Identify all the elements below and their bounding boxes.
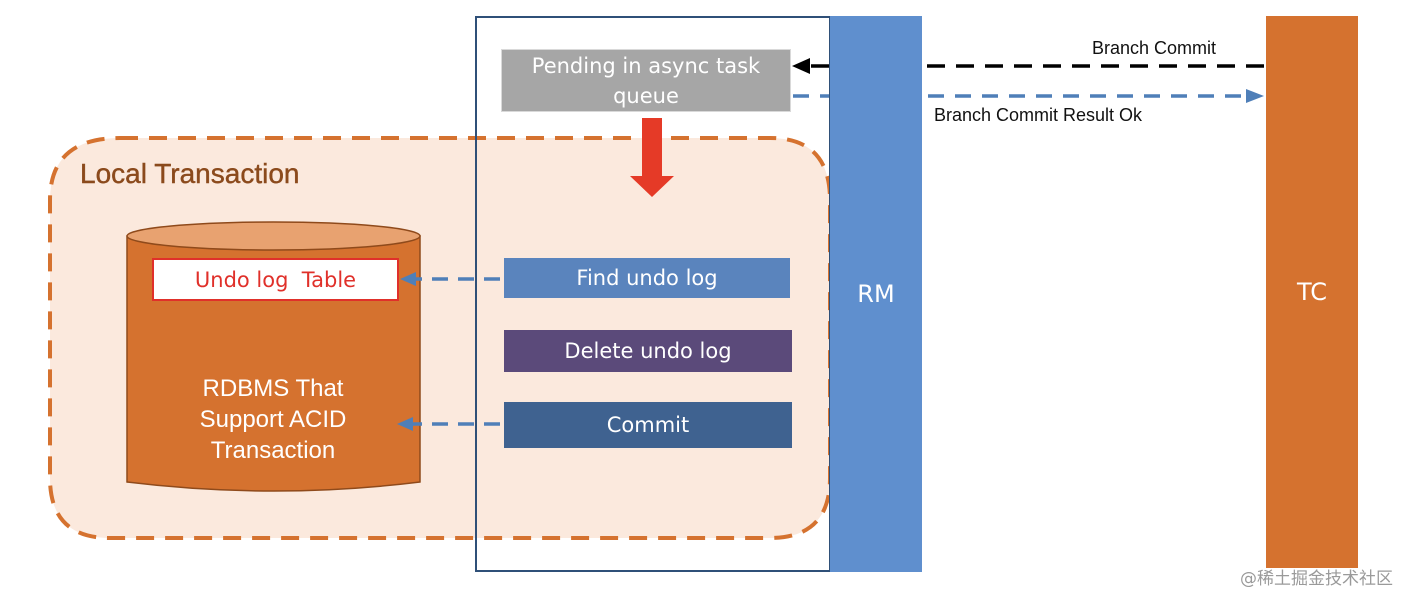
arrow-commit-to-database — [397, 417, 500, 431]
watermark: @稀土掘金技术社区 — [1240, 569, 1393, 589]
flow-down-arrow — [630, 118, 674, 197]
rm-lane: RM — [830, 16, 922, 572]
commit-step: Commit — [504, 402, 792, 448]
database-label-line: Transaction — [210, 437, 336, 464]
arrow-branch-commit-result — [793, 89, 1264, 103]
local-transaction-title: Local Transaction — [80, 158, 300, 189]
branch-commit-label: Branch Commit — [1092, 38, 1217, 58]
pending-step-line: Pending in async task — [531, 53, 761, 78]
undo-log-table-label: Undo log Table — [194, 267, 357, 292]
pending-step-line: queue — [613, 83, 679, 108]
find-undo-log-step: Find undo log — [504, 258, 790, 298]
pending-queue-step: Pending in async task queue — [501, 49, 791, 112]
rm-label: RM — [857, 280, 895, 308]
database-label-line: Support ACID — [199, 406, 347, 433]
database-label-line: RDBMS That — [202, 375, 344, 402]
tc-lane: TC — [1266, 16, 1358, 568]
delete-undo-log-step: Delete undo log — [504, 330, 792, 372]
arrow-find-to-table — [400, 272, 500, 286]
undo-log-table: Undo log Table — [152, 258, 399, 301]
tc-label: TC — [1296, 278, 1327, 306]
branch-commit-result-label: Branch Commit Result Ok — [934, 105, 1143, 125]
database-label: RDBMS That Support ACID Transaction — [130, 373, 416, 466]
